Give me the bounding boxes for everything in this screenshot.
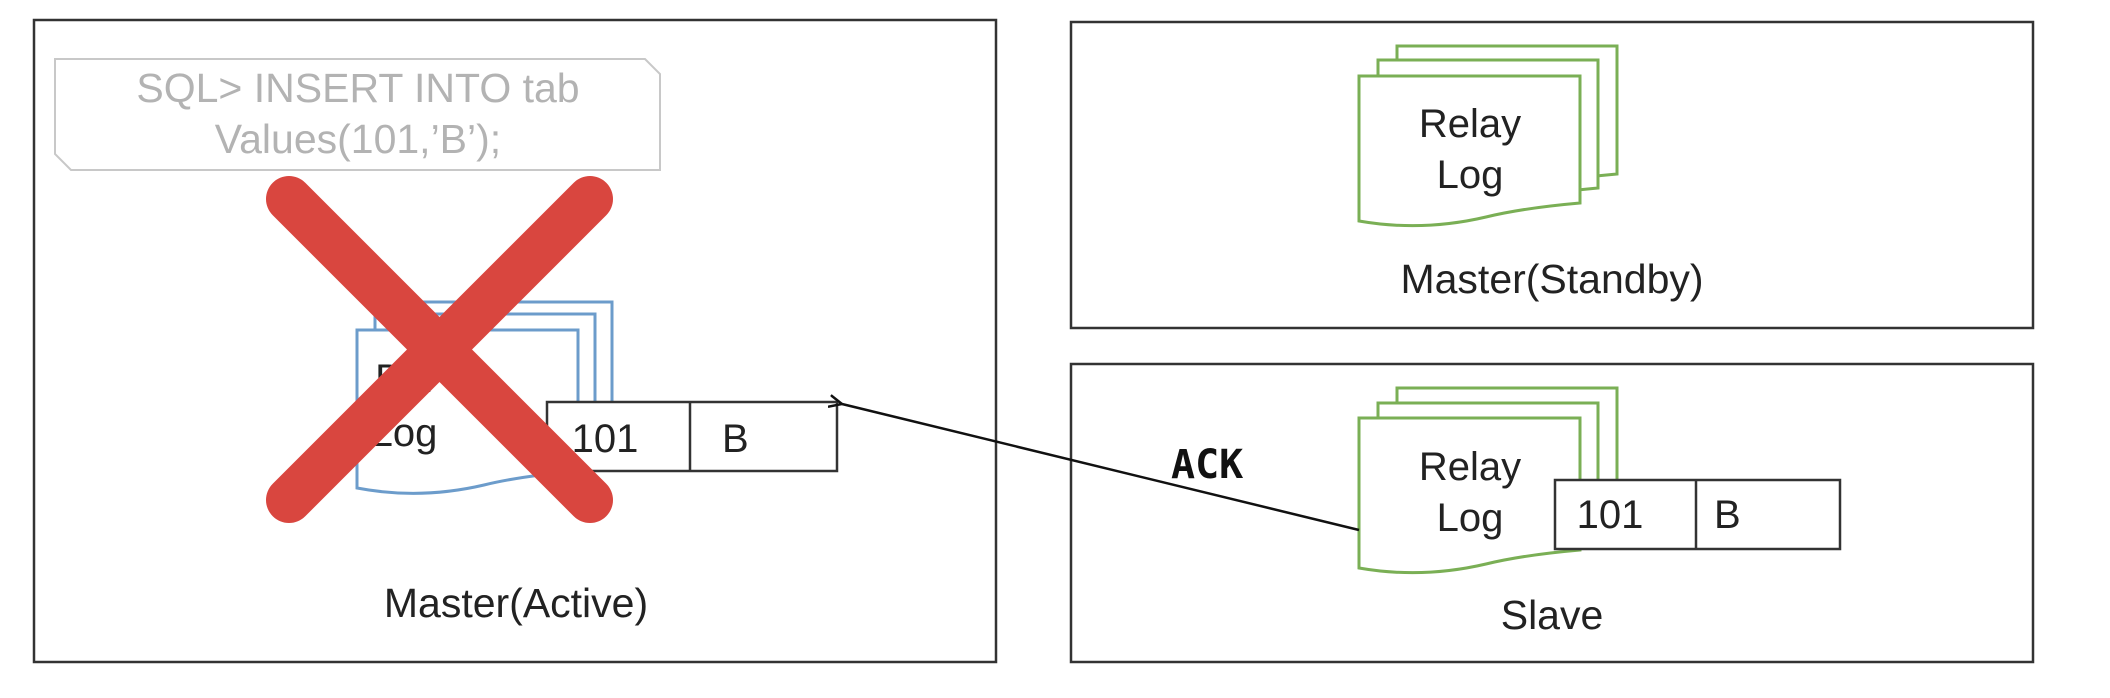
slave-record-row: 101 B: [1553, 478, 1842, 551]
ack-arrow: ACK: [842, 404, 1360, 532]
sql-statement-box: SQL> INSERT INTO tab Values(101,’B’);: [54, 58, 661, 171]
slave-record-id: 101: [1577, 493, 1644, 537]
standby-relay-log-stack: [1357, 44, 1619, 228]
slave-record-value: B: [1714, 493, 1741, 537]
ack-label: ACK: [1171, 442, 1243, 488]
sql-line-1: SQL> INSERT INTO tab: [136, 65, 579, 111]
master-standby-panel: Relay Log Master(Standby): [1069, 20, 2035, 330]
master-active-label: Master(Active): [384, 580, 648, 626]
slave-doc-text-1: Relay: [1419, 445, 1521, 489]
slave-doc-text-2: Log: [1437, 496, 1504, 540]
master-active-panel: SQL> INSERT INTO tab Values(101,’B’); Bi…: [32, 18, 998, 664]
standby-doc-text-2: Log: [1437, 153, 1504, 197]
x-icon: [266, 176, 613, 523]
slave-panel: Relay Log 101 B Slave: [1069, 362, 2035, 664]
active-record-id: 101: [572, 417, 639, 461]
active-record-value: B: [722, 417, 749, 461]
sql-line-2: Values(101,’B’);: [215, 116, 501, 162]
standby-doc-text-1: Relay: [1419, 102, 1521, 146]
slave-label: Slave: [1501, 592, 1604, 638]
master-standby-label: Master(Standby): [1400, 256, 1703, 302]
active-record-row: 101 B: [545, 400, 839, 473]
